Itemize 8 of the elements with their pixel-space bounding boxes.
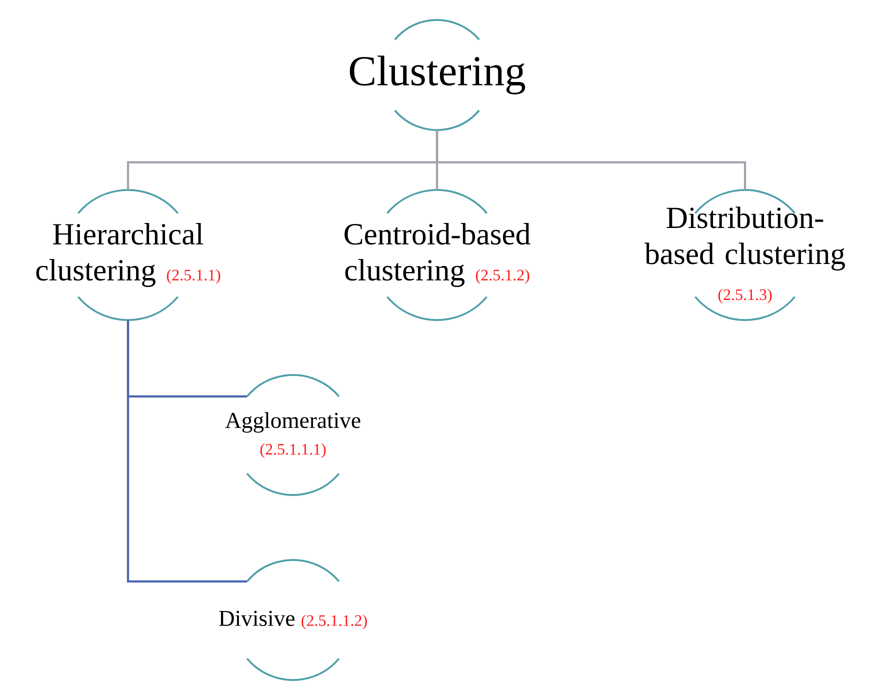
arc-node: Clustering	[350, 19, 526, 131]
arc-node: Agglomerative (2.5.1.1.1)	[225, 374, 360, 496]
arc-node: Centroid-based clustering (2.5.1.2)	[344, 189, 530, 321]
arc-node: Hierarchical clustering (2.5.1.1)	[36, 189, 220, 321]
connector-line	[436, 130, 746, 190]
arc-node: Distribution-based clustering (2.5.1.3)	[644, 189, 845, 321]
arc-node: Divisive (2.5.1.1.2)	[219, 559, 367, 681]
connector-line	[126, 320, 248, 582]
